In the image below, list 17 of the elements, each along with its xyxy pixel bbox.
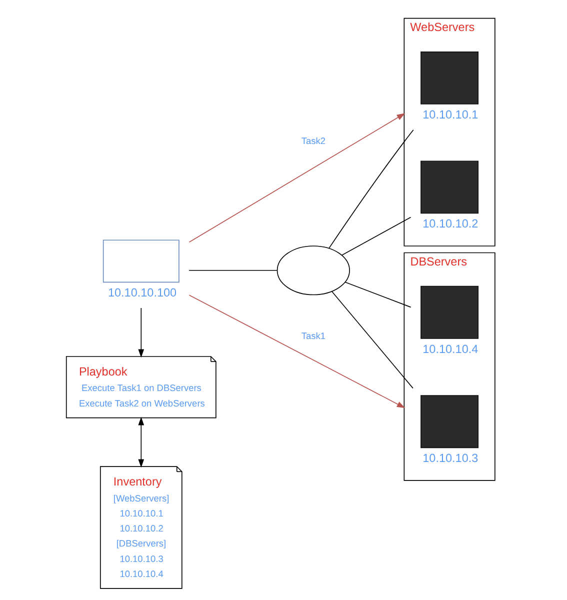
edge-label: Task1	[300, 331, 325, 342]
node-label: 10.10.10.2	[422, 218, 478, 231]
edge-label: Task2	[300, 136, 325, 146]
connector	[340, 216, 411, 256]
node-cloud	[276, 246, 350, 296]
arrow	[188, 294, 405, 408]
node-label: 10.10.10.100	[107, 286, 176, 300]
node-label: 10.10.10.3	[422, 452, 478, 466]
node-label: 10.10.10.1	[422, 108, 478, 122]
connector	[188, 270, 277, 271]
arrow	[188, 113, 405, 243]
connector	[328, 129, 414, 249]
connector	[330, 290, 413, 389]
arrow	[138, 308, 144, 358]
connector	[344, 282, 411, 308]
node-label: 10.10.10.4	[422, 342, 478, 356]
arrow	[138, 416, 144, 468]
